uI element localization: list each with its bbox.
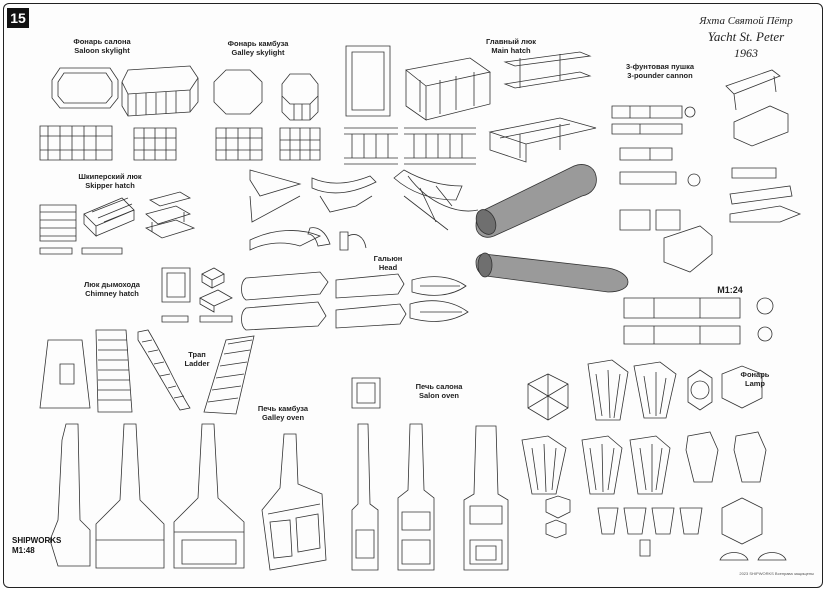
logo-brand: SHIPWORKS [12, 536, 62, 545]
label-lamp: Фонарь Lamp [730, 370, 780, 388]
sheet-title: Яхта Святой Пётр Yacht St. Peter 1963 [676, 14, 816, 62]
label-en: Lamp [744, 379, 765, 388]
logo-scale: M1:48 [12, 546, 35, 555]
label-ru: Шкиперский люк [78, 172, 142, 181]
title-en: Yacht St. Peter [707, 29, 785, 44]
cannon-render-drawing [472, 164, 628, 292]
label-en: Chimney hatch [85, 289, 139, 298]
skipper-hatch-drawing [40, 192, 194, 254]
label-ru: Фонарь камбуза [227, 39, 289, 48]
label-cannon: 3-фунтовая пушка 3-pounder cannon [610, 62, 710, 80]
galley-oven-drawing [50, 424, 326, 570]
label-head: Гальюн Head [360, 254, 416, 272]
label-ru: Люк дымохода [84, 280, 140, 289]
label-en: Ladder [184, 359, 210, 368]
label-main-hatch: Главный люк Main hatch [476, 37, 546, 55]
label-salon-oven: Печь салона Salon oven [404, 382, 474, 400]
label-en: Skipper hatch [85, 181, 135, 190]
label-ru: Фонарь салона [73, 37, 131, 46]
label-ru: Печь камбуза [257, 404, 309, 413]
chimney-hatch-drawing [162, 268, 232, 322]
shipworks-logo: SHIPWORKS M1:48 [12, 536, 61, 556]
label-galley-oven: Печь камбуза Galley oven [248, 404, 318, 422]
head-parts-drawing [242, 170, 479, 330]
label-en: 3-pounder cannon [627, 71, 693, 80]
label-chimney-hatch: Люк дымохода Chimney hatch [72, 280, 152, 298]
label-ru: Фонарь [740, 370, 770, 379]
label-en: Galley oven [261, 413, 305, 422]
label-skipper-hatch: Шкиперский люк Skipper hatch [70, 172, 150, 190]
label-en: Head [378, 263, 398, 272]
label-ru: Главный люк [486, 37, 536, 46]
label-en: Saloon skylight [74, 46, 130, 55]
main-hatch-drawing [344, 46, 596, 164]
copyright-text: 2023 SHIPWORKS Всеправа защищены [739, 571, 814, 576]
ladder-drawing [40, 330, 254, 414]
lamp-drawing [522, 360, 786, 560]
page-number: 15 [7, 8, 29, 28]
label-en: Galley skylight [231, 48, 285, 57]
label-ladder: Трап Ladder [172, 350, 222, 368]
label-ru: Гальюн [373, 254, 403, 263]
title-year: 1963 [734, 46, 758, 60]
label-en: Salon oven [418, 391, 459, 400]
title-ru: Яхта Святой Пётр [699, 15, 793, 27]
label-ru: Печь салона [415, 382, 463, 391]
label-ru: 3-фунтовая пушка [625, 62, 694, 71]
label-scale-cannon: M1:24 [717, 285, 743, 295]
galley-skylight-drawing [214, 70, 320, 160]
label-ru: Трап [188, 350, 206, 359]
salon-skylight-drawing [40, 66, 198, 160]
label-salon-skylight: Фонарь салона Saloon skylight [62, 37, 142, 55]
label-en: Main hatch [491, 46, 531, 55]
salon-oven-drawing [352, 378, 508, 570]
label-galley-skylight: Фонарь камбуза Galley skylight [218, 39, 298, 57]
cannon-plans-drawing [612, 70, 800, 344]
